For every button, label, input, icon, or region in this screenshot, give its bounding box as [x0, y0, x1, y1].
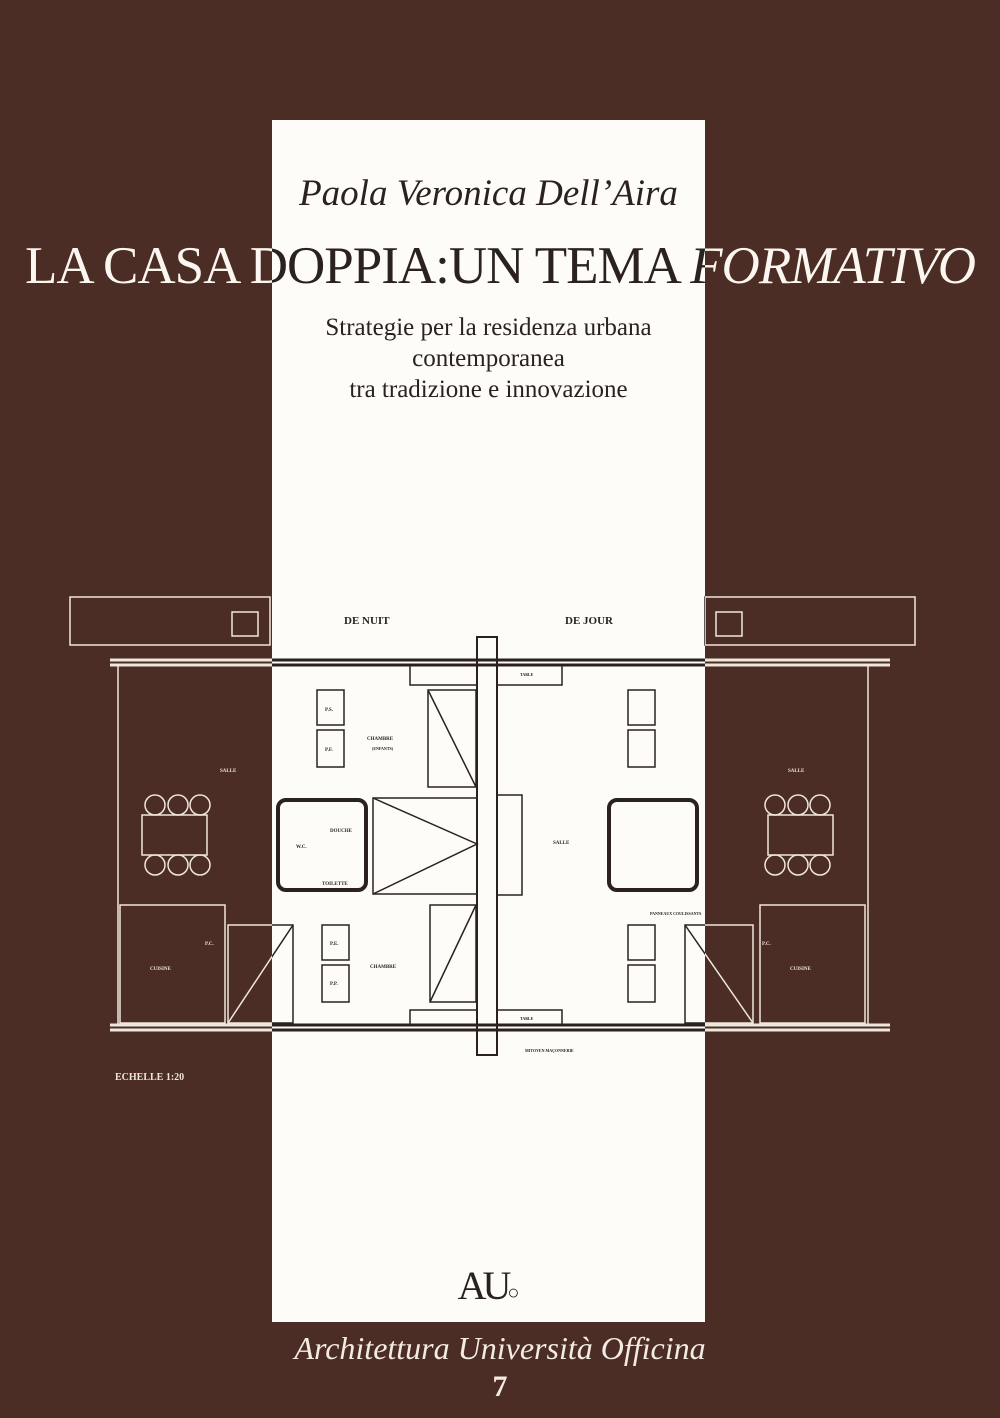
book-title: LA CASA DOPPIA:UN TEMA FORMATIVO	[0, 236, 1000, 296]
label-pc: P.C.	[205, 942, 214, 947]
subtitle-line: tra tradizione e innovazione	[349, 376, 628, 403]
label-cuisine: CUISINE	[150, 967, 172, 972]
subtitle: Strategie per la residenza urbana contem…	[272, 312, 705, 405]
label-salle: SALLE	[788, 769, 805, 774]
label-pp: P.P.	[330, 982, 338, 987]
label-chambre: CHAMBRE	[370, 965, 397, 970]
logo-text: AU	[457, 1263, 512, 1308]
subtitle-line: contemporanea	[412, 345, 565, 372]
floor-plan-drawing: DE NUIT DE JOUR CHAMBRE (ENFANTS) CHAMBR…	[68, 595, 917, 1083]
logo-circle-icon: ○	[507, 1282, 520, 1304]
label-panneaux: PANNEAUX COULISSANTS	[650, 911, 702, 916]
label-cuisine: CUISINE	[790, 967, 812, 972]
author-name: Paola Veronica Dell’Aira	[299, 173, 678, 214]
label-enfants: (ENFANTS)	[372, 746, 394, 751]
series-name: Architettura Università Officina	[294, 1330, 706, 1366]
label-salle: SALLE	[553, 841, 570, 846]
label-toilette: TOILETTE	[322, 882, 348, 887]
label-scale: ECHELLE 1:20	[115, 1072, 184, 1083]
label-douche: DOUCHE	[330, 829, 353, 834]
label-salle: SALLE	[220, 769, 237, 774]
label-pc: P.C.	[762, 942, 771, 947]
label-ps: P.S.	[325, 708, 334, 713]
label-de-jour: DE JOUR	[565, 615, 614, 627]
label-wc: W.C.	[296, 845, 307, 850]
title-italic: FORMATIVO	[690, 237, 975, 295]
volume-number: 7	[492, 1370, 508, 1403]
label-pe: P.E.	[330, 942, 339, 947]
subtitle-line: Strategie per la residenza urbana	[325, 314, 652, 341]
label-mitoyen: MITOYEN MAÇONNERIE	[525, 1048, 574, 1053]
label-table: TABLE	[520, 672, 534, 677]
label-de-nuit: DE NUIT	[344, 615, 390, 627]
label-pf: P.F.	[325, 748, 333, 753]
publisher-logo: AU○	[272, 1262, 705, 1309]
label-table: TABLE	[520, 1016, 534, 1021]
label-chambre: CHAMBRE	[367, 737, 394, 742]
title-main: LA CASA DOPPIA:UN TEMA	[25, 237, 691, 295]
